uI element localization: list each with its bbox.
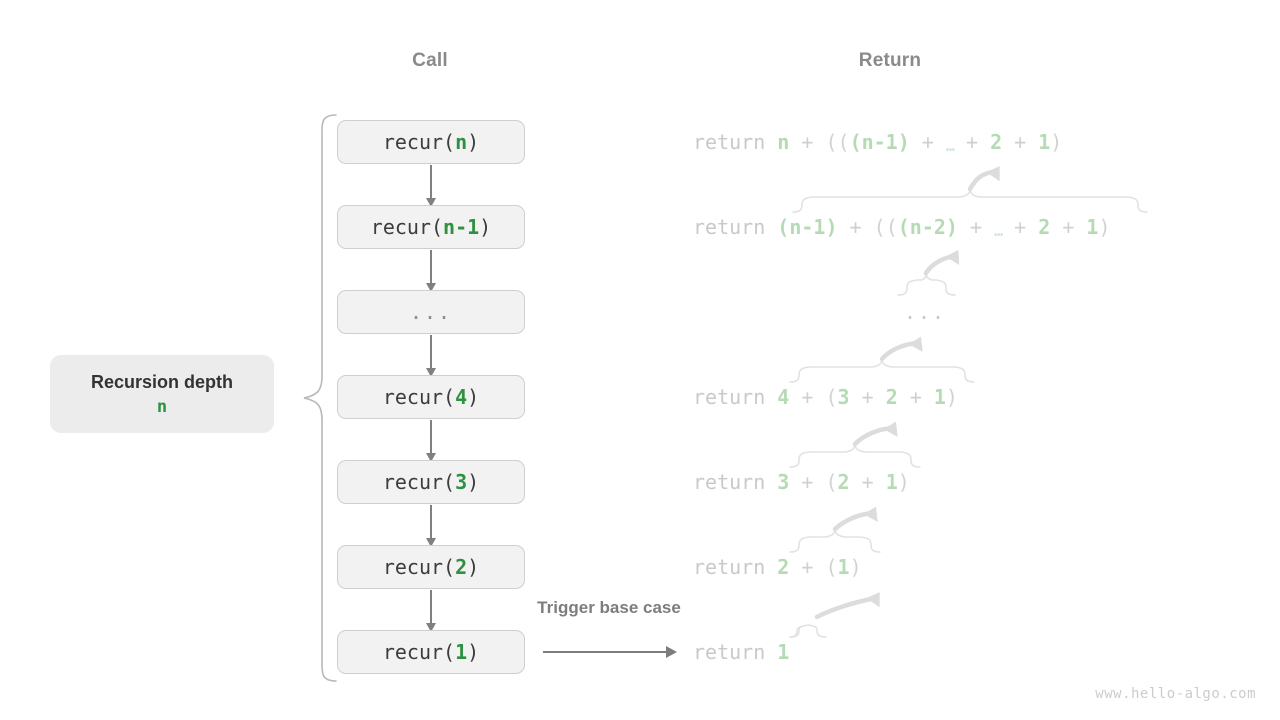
return-keyword: return <box>693 130 766 154</box>
return-dots: … <box>945 137 955 155</box>
curve-arrow-4-head <box>883 421 898 437</box>
return-term: 1 <box>1038 130 1051 154</box>
call-box-recur-4[interactable]: recur(4) <box>337 375 525 419</box>
return-keyword: return <box>693 555 766 579</box>
curve-arrow-6-path <box>814 595 879 620</box>
curve-arrow-2-head <box>945 249 960 266</box>
brace-row7 <box>789 625 805 638</box>
return-line-4: return 4 + (3 + 2 + 1) <box>693 385 958 409</box>
call-box-recur-2[interactable]: recur(2) <box>337 545 525 589</box>
call-box-recur-n-1[interactable]: recur(n-1) <box>337 205 525 249</box>
brace-row5 <box>789 443 921 468</box>
return-term: 2 <box>837 470 850 494</box>
return-line-n: return n + (((n-1) + … + 2 + 1) <box>693 130 1063 155</box>
column-header-return: Return <box>858 50 922 71</box>
call-box-arg: n <box>455 130 468 154</box>
trigger-base-case-label: Trigger base case <box>537 598 681 617</box>
recursion-depth-value: n <box>156 396 168 417</box>
column-header-call: Call <box>412 50 448 71</box>
return-term: 3 <box>837 385 850 409</box>
return-head: 4 <box>777 385 790 409</box>
return-term: 2 <box>885 385 898 409</box>
return-head: 3 <box>777 470 790 494</box>
call-box-arg: 2 <box>455 555 468 579</box>
call-box-ellipsis[interactable]: ... <box>337 290 525 334</box>
return-term: 1 <box>933 385 946 409</box>
return-term: (n-1) <box>849 130 910 154</box>
call-arrow-6 <box>430 590 432 631</box>
call-arrow-2 <box>430 250 432 291</box>
return-line-3: return 3 + (2 + 1) <box>693 470 910 494</box>
call-box-arg: 4 <box>455 385 468 409</box>
return-term: 2 <box>1038 215 1051 239</box>
brace-ellipsis-row <box>897 272 956 296</box>
call-box-recur-1[interactable]: recur(1) <box>337 630 525 674</box>
return-term: (n-2) <box>897 215 958 239</box>
call-box-label: recur(n) <box>382 130 480 154</box>
curve-arrow-2-path <box>923 253 958 276</box>
return-keyword: return <box>693 640 766 664</box>
call-box-label: ... <box>409 300 453 324</box>
call-box-arg: 1 <box>455 640 468 664</box>
watermark: www.hello-algo.com <box>1095 686 1256 702</box>
brace-row2 <box>792 188 1148 213</box>
call-arrow-3 <box>430 335 432 376</box>
return-keyword: return <box>693 215 766 239</box>
return-term: 1 <box>885 470 898 494</box>
call-box-label: recur(3) <box>382 470 480 494</box>
curve-arrow-1-path <box>967 169 999 192</box>
call-box-label: recur(1) <box>382 640 480 664</box>
call-box-arg: n-1 <box>443 215 480 239</box>
call-box-label: recur(4) <box>382 385 480 409</box>
call-box-recur-3[interactable]: recur(3) <box>337 460 525 504</box>
recursion-depth-box: Recursion depth n <box>50 355 274 433</box>
curve-arrow-3-head <box>908 336 923 352</box>
return-term: 2 <box>990 130 1003 154</box>
return-head: 2 <box>777 555 790 579</box>
call-box-recur-n[interactable]: recur(n) <box>337 120 525 164</box>
return-line-2: return 2 + (1) <box>693 555 862 579</box>
call-arrow-1 <box>430 165 432 206</box>
return-term: 1 <box>1086 215 1099 239</box>
brace-row6 <box>789 528 881 553</box>
call-box-label: recur(n-1) <box>370 215 492 239</box>
trigger-base-case-arrow <box>543 651 675 653</box>
brace-row4 <box>789 358 975 383</box>
return-keyword: return <box>693 470 766 494</box>
recursion-depth-brace <box>303 114 337 682</box>
curve-arrow-5-path <box>832 510 876 532</box>
call-arrow-4 <box>430 420 432 461</box>
curve-arrow-3-path <box>879 340 921 362</box>
call-box-label: recur(2) <box>382 555 480 579</box>
return-line-n-1: return (n-1) + (((n-2) + … + 2 + 1) <box>693 215 1111 240</box>
return-head: 1 <box>777 640 790 664</box>
call-arrow-5 <box>430 505 432 546</box>
curve-arrow-1-head <box>986 166 1000 182</box>
return-ellipsis: ... <box>903 300 947 324</box>
curve-arrow-6-head <box>866 592 880 608</box>
recursion-depth-title: Recursion depth <box>90 371 233 392</box>
return-line-1: return 1 <box>693 642 789 662</box>
return-keyword: return <box>693 385 766 409</box>
call-box-arg: 3 <box>455 470 468 494</box>
return-dots: … <box>994 222 1003 240</box>
return-term: 1 <box>837 555 850 579</box>
return-head: n <box>777 130 790 154</box>
brace-row7-b <box>789 624 827 638</box>
curve-arrow-4-path <box>852 425 896 447</box>
return-head: (n-1) <box>777 215 838 239</box>
curve-arrow-5-head <box>863 506 878 522</box>
